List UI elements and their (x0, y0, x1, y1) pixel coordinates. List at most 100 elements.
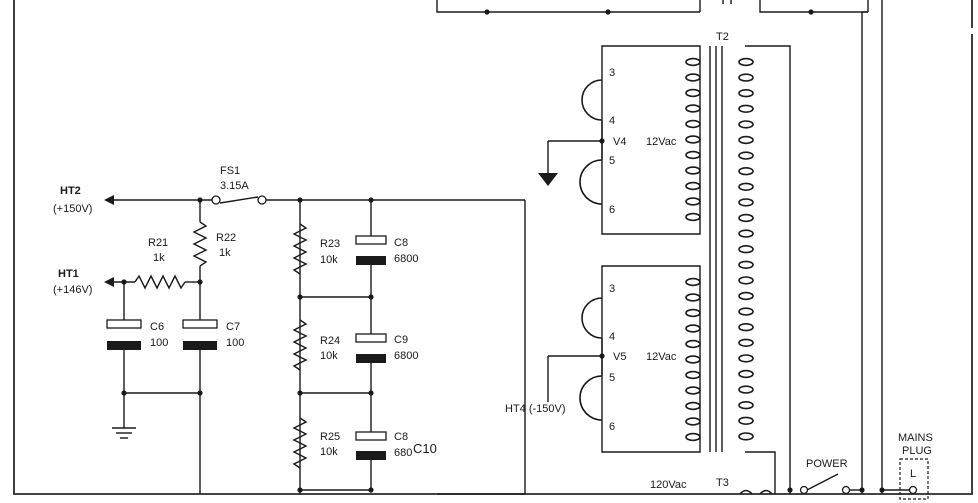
primary-coil-turn (738, 57, 754, 67)
primary-coil-turn (738, 291, 754, 301)
lower-node-v5: V5 (613, 351, 626, 363)
plug-label: PLUG (902, 445, 932, 457)
ht1-label: HT1 (58, 268, 79, 280)
c8-ref: C8 (394, 237, 408, 249)
top-bus (436, 0, 869, 15)
primary-coil-turn (738, 88, 754, 98)
primary-coil-turn (738, 416, 754, 425)
resistor-r23 (292, 223, 308, 275)
capacitor-c6 (106, 282, 142, 428)
right-verticals (861, 0, 883, 494)
c7-value: 100 (226, 337, 244, 349)
lower-coil-turn (685, 401, 701, 411)
t3-label: T3 (716, 477, 729, 489)
capacitor-c9 (355, 297, 387, 393)
capacitor-c7 (124, 282, 218, 494)
c10-ref: C8 (394, 431, 408, 443)
lower-coil-turn (685, 324, 701, 333)
upper-coil-turn (685, 104, 701, 113)
primary-coil-turn (738, 167, 754, 176)
lower-coil-turn (685, 417, 701, 426)
fs1-ref: FS1 (220, 165, 240, 177)
r23-ref: R23 (320, 238, 340, 250)
r21-ref: R21 (148, 237, 168, 249)
primary-winding-leads (745, 45, 793, 494)
primary-coil-turn (738, 260, 754, 269)
upper-voltage: 12Vac (646, 136, 677, 148)
c6-value: 100 (150, 337, 168, 349)
primary-coil-turn (738, 151, 754, 160)
ht1-voltage: (+146V) (53, 284, 92, 296)
power-switch (799, 473, 885, 495)
lower-secondary-coil (685, 277, 701, 442)
lower-coil-turn (685, 370, 701, 380)
ht4-label: HT4 (-150V) (505, 403, 566, 415)
ht2-rail (104, 195, 212, 205)
resistor-r25 (292, 417, 308, 469)
upper-coil-turn (685, 73, 701, 82)
upper-tap-3: 3 (609, 67, 615, 79)
upper-coil-turn (685, 119, 701, 129)
plug-pin-l: L (910, 468, 916, 480)
capacitor-c10 (355, 393, 387, 490)
ht1-rail (104, 274, 203, 290)
fs1-value: 3.15A (220, 180, 249, 192)
r25-value: 10k (320, 446, 338, 458)
r22-ref: R22 (216, 232, 236, 244)
c7-ref: C7 (226, 321, 240, 333)
lower-secondary-frame (601, 265, 701, 453)
lower-tap-3: 3 (609, 283, 615, 295)
primary-coil-turn (738, 213, 754, 223)
capacitor-c8 (355, 235, 387, 297)
upper-node-v4: V4 (613, 136, 626, 148)
upper-coil-turn (685, 197, 701, 206)
transformer-core (709, 46, 723, 452)
lower-coil-turn (685, 386, 701, 395)
primary-coil-turn (738, 135, 754, 145)
upper-coil-turn (685, 88, 701, 98)
primary-coil-turn (738, 323, 754, 332)
upper-coil-turn (685, 57, 701, 67)
primary-coil-turn (738, 385, 754, 394)
upper-tap-5: 5 (609, 155, 615, 167)
t2-label: T2 (716, 31, 729, 43)
upper-tap-4: 4 (609, 115, 615, 127)
primary-coil-turn (738, 182, 754, 192)
c8-value: 6800 (394, 253, 418, 265)
primary-coil-turn (738, 104, 754, 114)
lower-voltage: 12Vac (646, 351, 677, 363)
lower-coil-turn (685, 293, 701, 302)
mains-label: MAINS (898, 432, 933, 444)
c10-overlay-label: C10 (413, 441, 437, 456)
power-label: POWER (806, 458, 848, 470)
primary-coil-turn (738, 73, 754, 82)
c6-ref: C6 (150, 321, 164, 333)
primary-coil-turn (738, 198, 754, 207)
lower-coil-turn (685, 277, 701, 287)
lower-coil-turn (685, 339, 701, 349)
ht2-voltage: (+150V) (53, 203, 92, 215)
primary-coil-turn (738, 369, 754, 379)
t3-coil-fragment (739, 489, 773, 495)
upper-coil-turn (685, 150, 701, 160)
lower-tap-6: 6 (609, 421, 615, 433)
t3-primary-voltage: 120Vac (650, 479, 687, 491)
fuse-fs1 (211, 195, 525, 205)
lower-tap-4: 4 (609, 331, 615, 343)
r22-value: 1k (219, 247, 231, 259)
primary-coil-turn (738, 432, 754, 441)
primary-coil-turn (738, 276, 754, 285)
primary-coil-turn (738, 245, 754, 254)
mains-plug (882, 458, 929, 500)
upper-coil-turn (685, 166, 701, 175)
primary-coil-turn (738, 354, 754, 363)
primary-coil-turn (738, 401, 754, 410)
primary-coil-turn (738, 338, 754, 347)
upper-coil-turn (685, 212, 701, 222)
upper-coil-turn (685, 135, 701, 144)
primary-coil-turn (738, 229, 754, 238)
lower-coil-turn (685, 355, 701, 364)
lower-coil-turn (685, 432, 701, 442)
lower-secondary-taps (547, 297, 605, 421)
lower-coil-turn (685, 308, 701, 318)
